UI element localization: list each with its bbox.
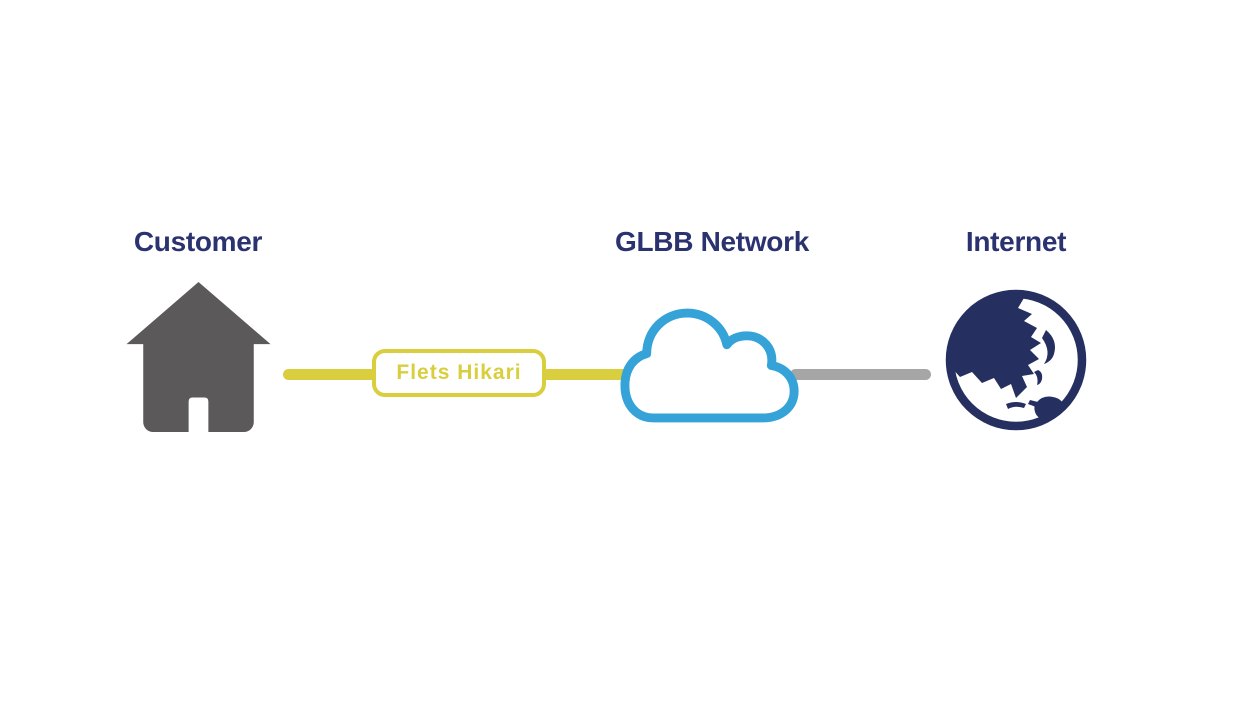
- glbb-network-node-label: GLBB Network: [615, 226, 809, 257]
- house-icon: [126, 282, 271, 432]
- glbb-to-internet-link-line: [790, 369, 931, 380]
- cloud-icon: [618, 305, 806, 426]
- globe-icon: [944, 288, 1088, 432]
- internet-node-label: Internet: [965, 226, 1067, 257]
- flets-hikari-link-label: Flets Hikari: [372, 349, 546, 397]
- customer-node-label: Customer: [133, 226, 263, 257]
- flets-hikari-link-label-text: Flets Hikari: [396, 361, 522, 384]
